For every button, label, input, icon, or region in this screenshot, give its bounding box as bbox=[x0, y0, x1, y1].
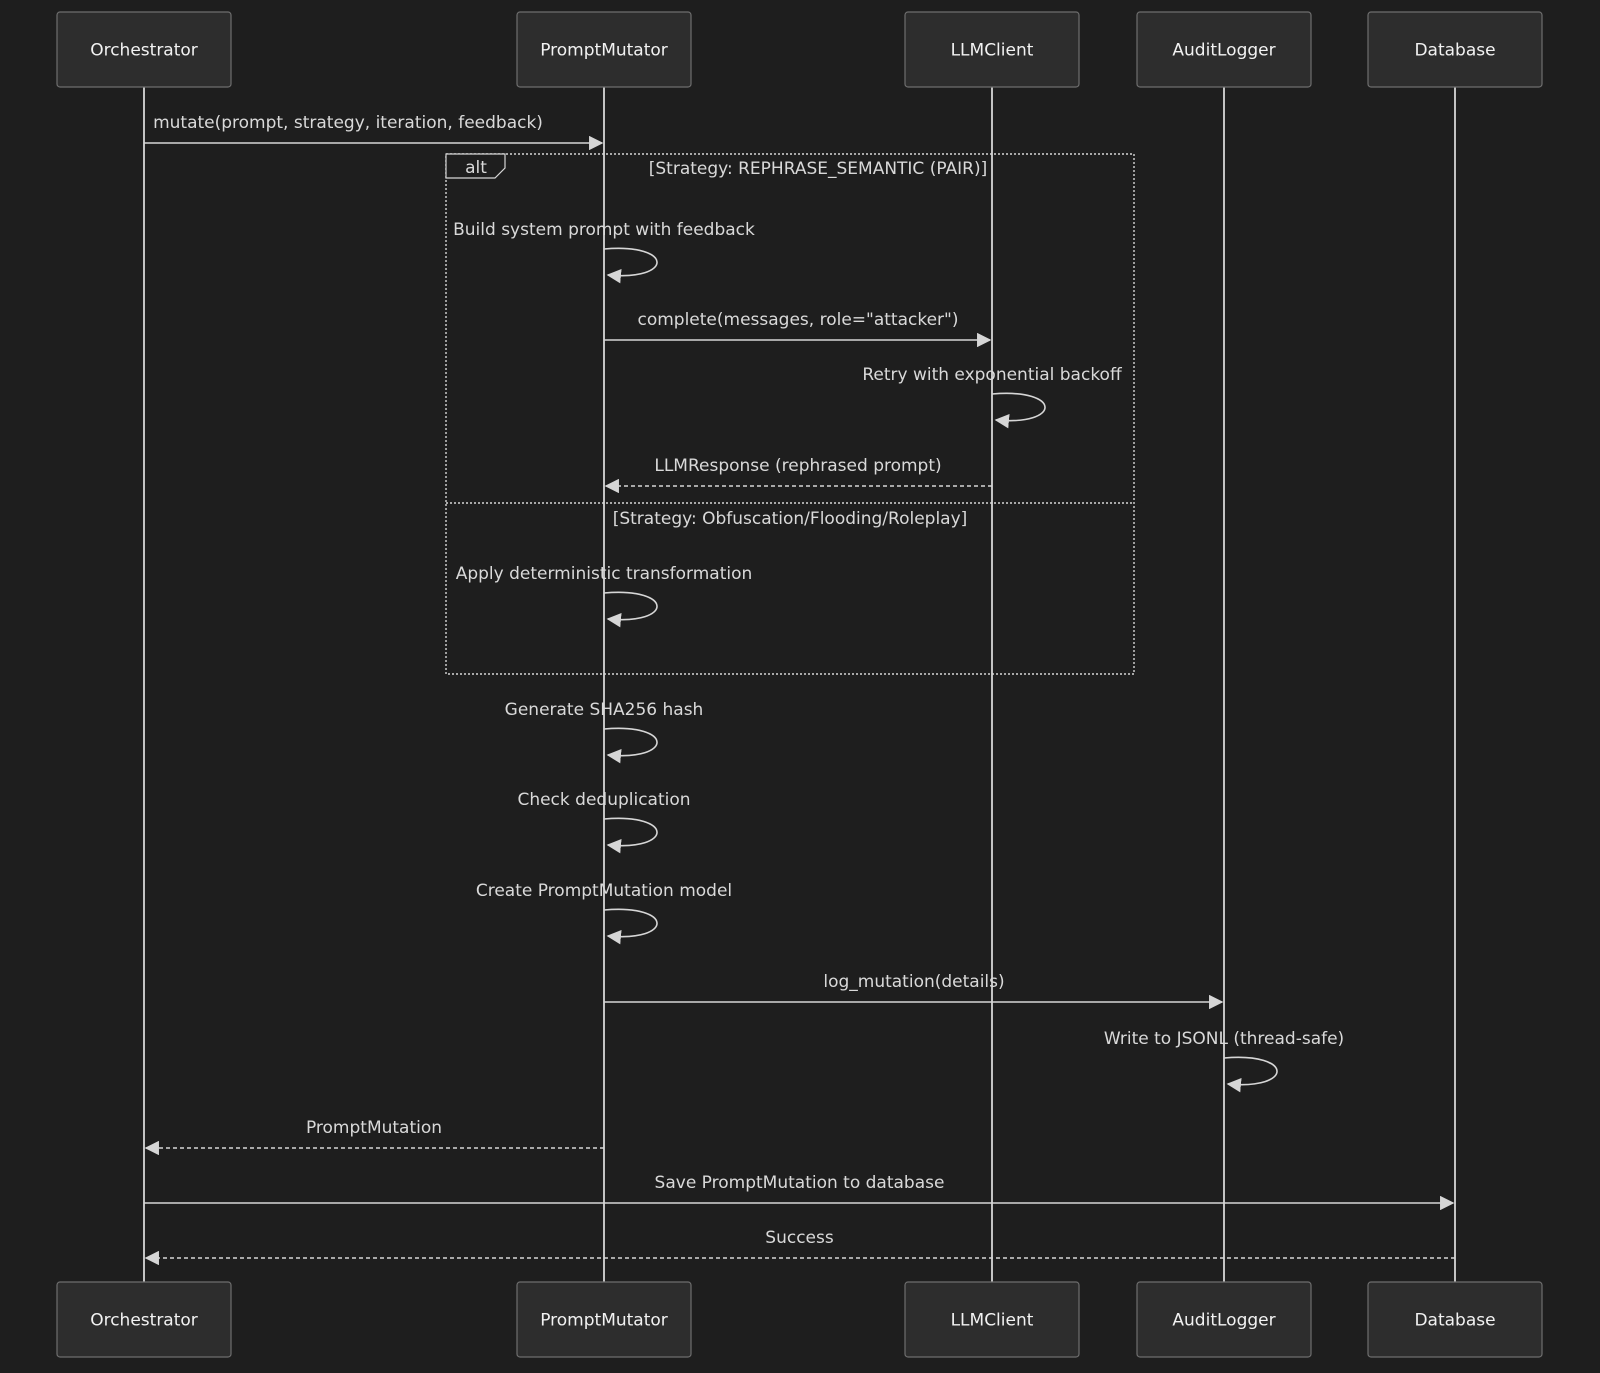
actor-label: AuditLogger bbox=[1172, 41, 1275, 61]
message-label: Success bbox=[765, 1228, 834, 1248]
message-12: PromptMutation bbox=[144, 1118, 604, 1156]
actor-box bbox=[1367, 11, 1543, 88]
actor-label: PromptMutator bbox=[540, 1311, 668, 1331]
alt-keyword: alt bbox=[465, 158, 487, 178]
message-label: complete(messages, role="attacker") bbox=[637, 310, 958, 330]
message-2: Build system prompt with feedback bbox=[453, 220, 755, 284]
actor-box bbox=[1367, 1281, 1543, 1358]
actor-box bbox=[56, 11, 232, 88]
actor-box bbox=[56, 1281, 232, 1358]
message-label: PromptMutation bbox=[306, 1118, 442, 1138]
actor-label: Orchestrator bbox=[90, 41, 198, 61]
self-call-arrow bbox=[603, 727, 658, 764]
message-7: Generate SHA256 hash bbox=[505, 700, 704, 764]
actor-mutator-top: PromptMutator bbox=[516, 11, 692, 88]
message-11: Write to JSONL (thread-safe) bbox=[1104, 1029, 1344, 1093]
actor-db-bottom: Database bbox=[1367, 1281, 1543, 1358]
actor-label: Database bbox=[1414, 1311, 1495, 1331]
message-10: log_mutation(details) bbox=[604, 972, 1224, 1010]
message-13: Save PromptMutation to database bbox=[144, 1173, 1455, 1211]
actor-label: AuditLogger bbox=[1172, 1311, 1275, 1331]
message-label: Build system prompt with feedback bbox=[453, 220, 755, 240]
message-label: Generate SHA256 hash bbox=[505, 700, 704, 720]
actor-db-top: Database bbox=[1367, 11, 1543, 88]
message-1: mutate(prompt, strategy, iteration, feed… bbox=[144, 113, 604, 151]
message-6: Apply deterministic transformation bbox=[456, 564, 753, 628]
actor-audit-top: AuditLogger bbox=[1136, 11, 1312, 88]
self-call-arrow bbox=[603, 908, 658, 945]
actor-llm-bottom: LLMClient bbox=[904, 1281, 1080, 1358]
self-call-arrow bbox=[603, 247, 658, 284]
self-call-arrow bbox=[603, 817, 658, 854]
actor-box bbox=[1136, 1281, 1312, 1358]
actor-orchestrator-bottom: Orchestrator bbox=[56, 1281, 232, 1358]
self-call-arrow bbox=[1223, 1056, 1278, 1093]
message-label: log_mutation(details) bbox=[823, 972, 1004, 992]
message-label: Create PromptMutation model bbox=[476, 881, 732, 901]
alt-frame-border bbox=[445, 153, 1135, 675]
actor-label: LLMClient bbox=[951, 41, 1034, 61]
message-4: Retry with exponential backoff bbox=[862, 365, 1123, 429]
message-label: Save PromptMutation to database bbox=[655, 1173, 945, 1193]
self-call-arrow bbox=[991, 392, 1046, 429]
message-5: LLMResponse (rephrased prompt) bbox=[604, 456, 992, 494]
alt-frame-tab bbox=[445, 153, 506, 179]
message-8: Check deduplication bbox=[517, 790, 691, 854]
alt-frame: alt [Strategy: REPHRASE_SEMANTIC (PAIR)] [… bbox=[445, 153, 1135, 675]
actor-orchestrator-top: Orchestrator bbox=[56, 11, 232, 88]
alt-condition-1: [Strategy: REPHRASE_SEMANTIC (PAIR)] bbox=[649, 159, 987, 179]
actor-box bbox=[904, 1281, 1080, 1358]
actor-box bbox=[1136, 11, 1312, 88]
message-9: Create PromptMutation model bbox=[476, 881, 732, 945]
actor-label: Orchestrator bbox=[90, 1311, 198, 1331]
self-call-arrow bbox=[603, 591, 658, 628]
message-14: Success bbox=[144, 1228, 1455, 1266]
message-label: mutate(prompt, strategy, iteration, feed… bbox=[153, 113, 543, 133]
actor-label: LLMClient bbox=[951, 1311, 1034, 1331]
message-label: Check deduplication bbox=[517, 790, 690, 810]
message-label: Write to JSONL (thread-safe) bbox=[1104, 1029, 1344, 1049]
message-label: Retry with exponential backoff bbox=[862, 365, 1123, 385]
message-label: Apply deterministic transformation bbox=[456, 564, 753, 584]
actor-box bbox=[516, 1281, 692, 1358]
actor-label: PromptMutator bbox=[540, 41, 668, 61]
actor-mutator-bottom: PromptMutator bbox=[516, 1281, 692, 1358]
actor-box bbox=[904, 11, 1080, 88]
actor-label: Database bbox=[1414, 41, 1495, 61]
actor-llm-top: LLMClient bbox=[904, 11, 1080, 88]
message-3: complete(messages, role="attacker") bbox=[604, 310, 992, 348]
actor-box bbox=[516, 11, 692, 88]
alt-condition-2: [Strategy: Obfuscation/Flooding/Roleplay… bbox=[613, 509, 968, 529]
message-label: LLMResponse (rephrased prompt) bbox=[654, 456, 941, 476]
actor-audit-bottom: AuditLogger bbox=[1136, 1281, 1312, 1358]
